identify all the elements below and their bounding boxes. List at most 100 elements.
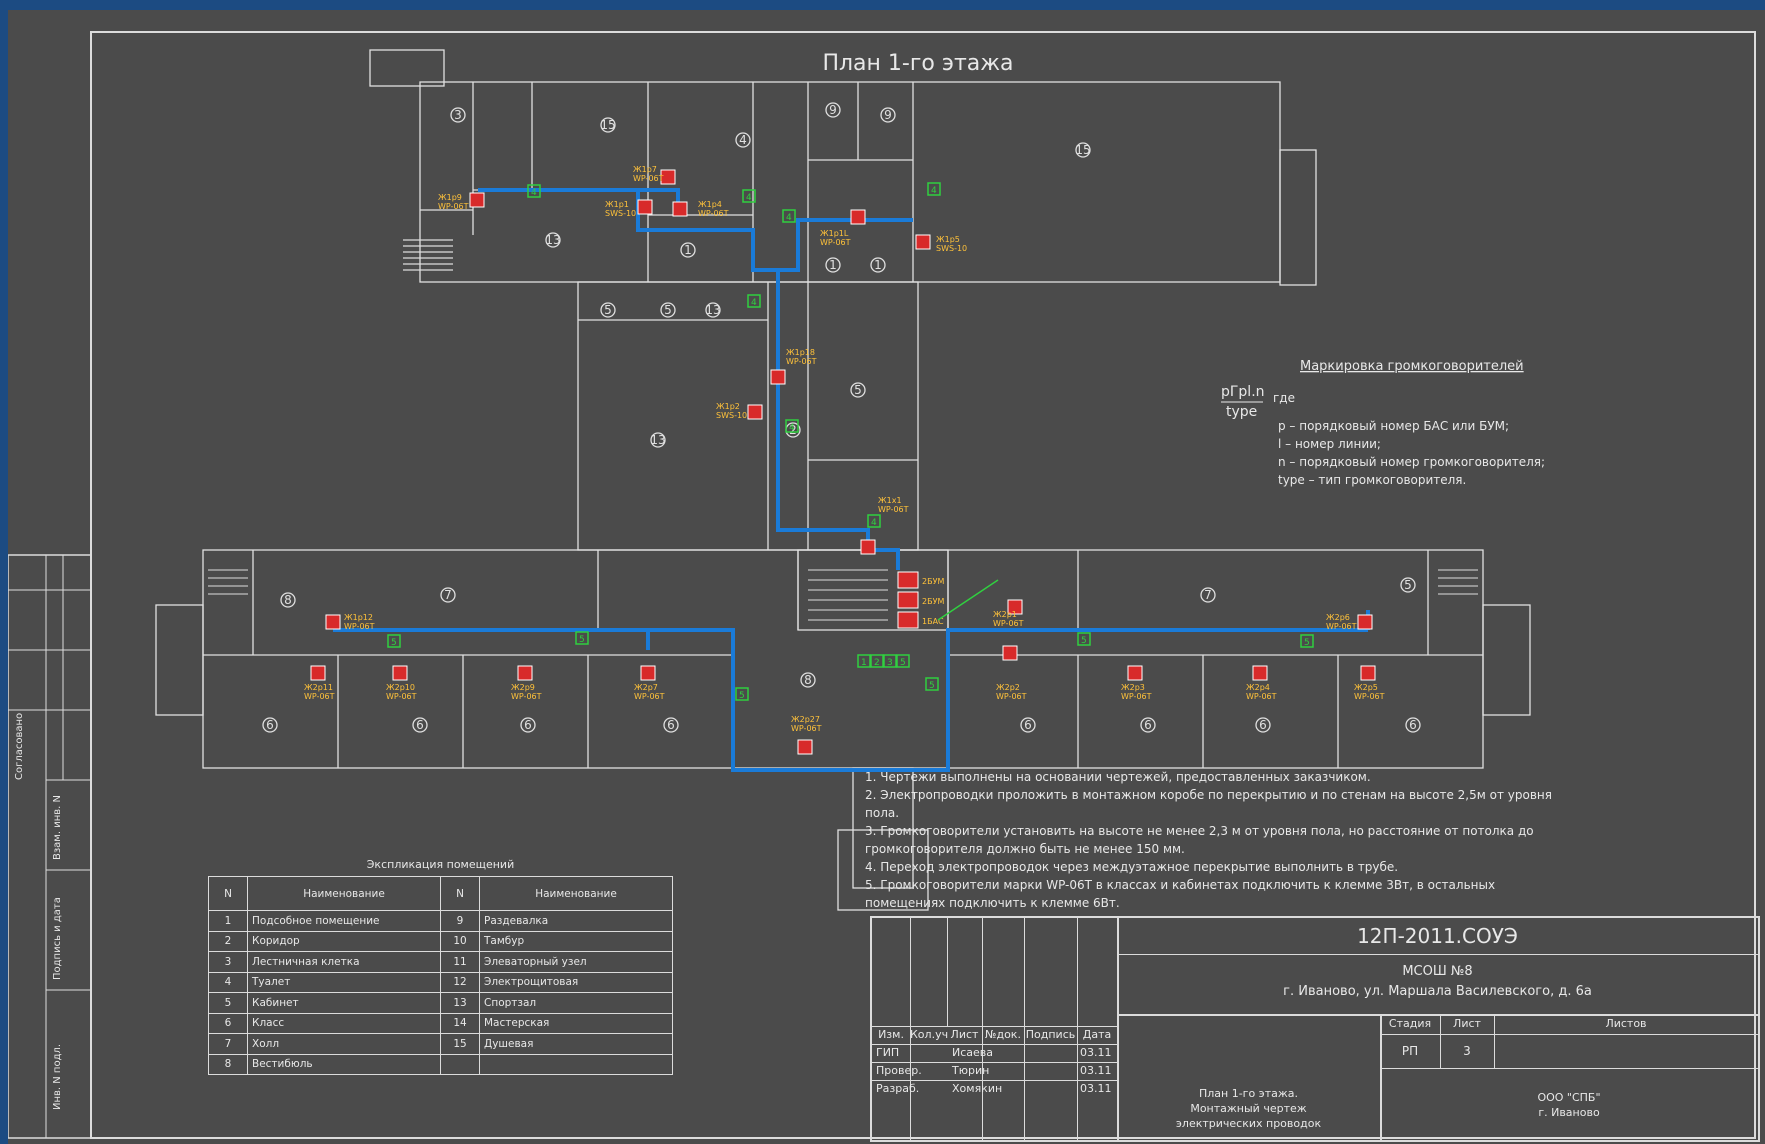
svg-text:4: 4 xyxy=(789,423,795,433)
svg-text:WP-06T: WP-06T xyxy=(791,724,822,733)
svg-text:WP-06T: WP-06T xyxy=(820,238,851,247)
stamp-stage: РП xyxy=(1401,1044,1419,1058)
svg-text:WP-06T: WP-06T xyxy=(786,357,817,366)
legend-where: где xyxy=(1273,391,1295,405)
svg-text:5: 5 xyxy=(900,658,906,668)
stamp-code: 12П-2011.СОУЭ xyxy=(1357,924,1518,948)
stamp-sheet: 3 xyxy=(1463,1044,1471,1058)
svg-text:5: 5 xyxy=(1081,636,1087,646)
cell-name: Тамбур xyxy=(479,930,673,952)
side-stamp-replace: Взам. инв. N xyxy=(52,795,63,860)
cell-number: 12 xyxy=(440,971,480,993)
stamp-name-3: Хомякин xyxy=(952,1082,1003,1095)
svg-text:4: 4 xyxy=(931,186,937,196)
marking-legend: Маркировка громкоговорителей pГpl.n type… xyxy=(1221,359,1545,487)
svg-text:Ж2p10: Ж2p10 xyxy=(386,683,415,692)
stamp-role-3: Разраб. xyxy=(876,1082,920,1095)
cell-name: Коридор xyxy=(247,930,441,952)
svg-text:5: 5 xyxy=(1404,578,1412,592)
svg-text:Ж2p4: Ж2p4 xyxy=(1246,683,1270,692)
stamp-date-1: 03.11 xyxy=(1080,1046,1112,1059)
cell-name: Кабинет xyxy=(247,992,441,1014)
svg-text:Ж1p2: Ж1p2 xyxy=(716,402,740,411)
stamp-columns: Изм. Кол.уч Лист №док. Подпись Дата xyxy=(878,1028,1112,1041)
svg-text:WP-06T: WP-06T xyxy=(633,174,664,183)
svg-text:WP-06T: WP-06T xyxy=(304,692,335,701)
svg-text:Ж2p1: Ж2p1 xyxy=(993,610,1017,619)
svg-text:WP-06T: WP-06T xyxy=(1121,692,1152,701)
wiring-lines xyxy=(333,188,1370,772)
svg-text:WP-06T: WP-06T xyxy=(698,209,729,218)
cell-number: 2 xyxy=(208,930,248,952)
svg-text:Ж2p9: Ж2p9 xyxy=(511,683,535,692)
svg-text:Ж2p2: Ж2p2 xyxy=(996,683,1020,692)
svg-text:WP-06T: WP-06T xyxy=(386,692,417,701)
cell-name: Туалет xyxy=(247,971,441,993)
svg-text:WP-06T: WP-06T xyxy=(1246,692,1277,701)
svg-text:WP-06T: WP-06T xyxy=(1354,692,1385,701)
svg-text:Ж1p5: Ж1p5 xyxy=(936,235,960,244)
stamp-drawing-title: План 1-го этажа. Монтажный чертеж электр… xyxy=(1175,1087,1322,1130)
svg-text:15: 15 xyxy=(600,118,615,132)
svg-text:4: 4 xyxy=(871,518,877,528)
svg-text:5: 5 xyxy=(604,303,612,317)
equipment-block: 2БУМ 2БУМ 1БАС 1 2 3 5 xyxy=(857,571,999,668)
svg-text:4: 4 xyxy=(531,188,537,198)
svg-text:5: 5 xyxy=(664,303,672,317)
svg-text:9: 9 xyxy=(829,103,837,117)
note-2: 2. Электропроводки проложить в монтажном… xyxy=(865,788,1552,820)
svg-text:Ж1p18: Ж1p18 xyxy=(786,348,815,357)
bum-label: 2БУМ xyxy=(922,577,944,586)
svg-text:Ж2p6: Ж2p6 xyxy=(1326,613,1350,622)
side-stamp: Согласовано Взам. инв. N Подпись и дата … xyxy=(8,554,92,1139)
svg-text:6: 6 xyxy=(1409,718,1417,732)
cell-name: Элеваторный узел xyxy=(479,951,673,973)
cell-number xyxy=(440,1053,480,1075)
stamp-name-2: Тюрин xyxy=(952,1064,990,1077)
side-stamp-agreed: Согласовано xyxy=(14,713,25,780)
stamp-name-1: Исаева xyxy=(952,1046,994,1059)
svg-text:9: 9 xyxy=(884,108,892,122)
legend-title: Маркировка громкоговорителей xyxy=(1300,359,1524,374)
svg-text:5: 5 xyxy=(579,635,585,645)
svg-text:5: 5 xyxy=(1304,638,1310,648)
svg-text:6: 6 xyxy=(1144,718,1152,732)
stamp-address: г. Иваново, ул. Маршала Василевского, д.… xyxy=(1283,984,1592,999)
svg-text:Ж1p7: Ж1p7 xyxy=(633,165,657,174)
svg-text:6: 6 xyxy=(266,718,274,732)
svg-text:Ж2p11: Ж2p11 xyxy=(304,683,333,692)
svg-text:Ж1p9: Ж1p9 xyxy=(438,193,462,202)
cell-number: 6 xyxy=(208,1012,248,1034)
svg-text:8: 8 xyxy=(284,593,292,607)
col-n-2: N xyxy=(440,876,480,911)
svg-text:Ж2p5: Ж2p5 xyxy=(1354,683,1378,692)
stamp-sheet-header: Лист xyxy=(1453,1017,1481,1030)
svg-text:13: 13 xyxy=(545,233,560,247)
svg-text:6: 6 xyxy=(416,718,424,732)
cell-number: 8 xyxy=(208,1053,248,1075)
